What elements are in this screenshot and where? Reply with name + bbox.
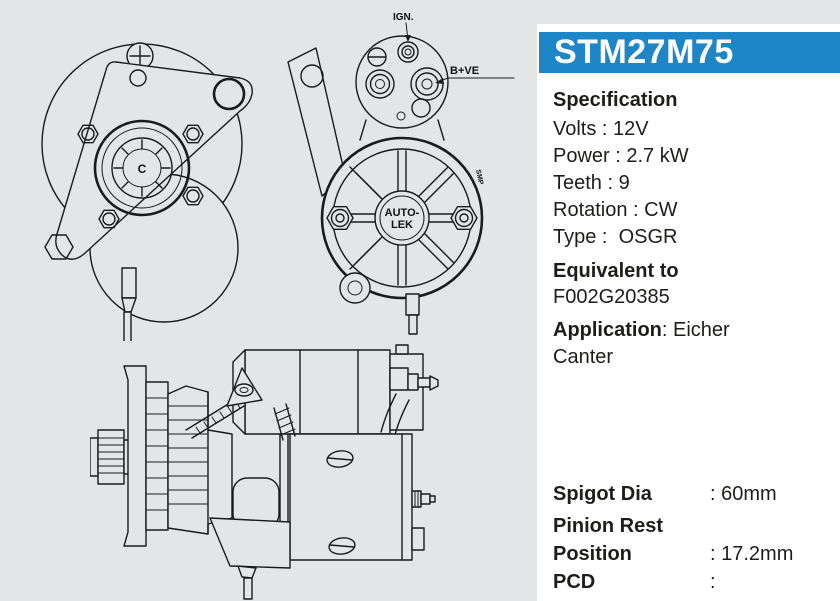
dim-row-pcd: PCD : bbox=[553, 568, 836, 596]
dim-label: Position bbox=[553, 543, 632, 565]
bottom-terminal-pin bbox=[238, 566, 256, 599]
panel-content: Specification Volts : 12V Power : 2.7 kW… bbox=[553, 73, 834, 391]
front-terminal-stud bbox=[122, 268, 136, 341]
rear-view-drawing: AUTO- LEK IGN. B+VE SMP bbox=[280, 12, 520, 338]
spec-line-volts: Volts : 12V bbox=[553, 118, 649, 140]
spec-line-teeth: Teeth : 9 bbox=[553, 172, 630, 194]
solenoid-body bbox=[233, 345, 423, 434]
dim-value: : bbox=[710, 571, 716, 593]
dim-row-position: Position : 17.2mm bbox=[553, 540, 836, 568]
bve-terminal-label: B+VE bbox=[450, 65, 479, 77]
equivalent-value: F002G20385 bbox=[553, 286, 670, 308]
dim-value: : 17.2mm bbox=[710, 543, 794, 565]
pinion-center-label: C bbox=[138, 162, 147, 176]
ign-terminal-label: IGN. bbox=[393, 12, 414, 23]
left-terminal bbox=[366, 70, 394, 98]
nose-bracket bbox=[210, 518, 290, 568]
pinion-gear: C bbox=[95, 121, 189, 215]
return-spring bbox=[274, 404, 295, 440]
application-value: : Eicher Canter bbox=[553, 319, 730, 368]
end-cap-wheel: AUTO- LEK bbox=[322, 138, 482, 298]
bve-terminal bbox=[411, 68, 443, 100]
lever-pivot bbox=[227, 368, 262, 406]
flange-ear-hole bbox=[214, 79, 244, 109]
application-para: Application: Eicher Canter bbox=[553, 317, 791, 371]
motor-terminal-stud bbox=[412, 491, 435, 507]
info-panel: STM27M75 Specification Volts : 12V Power… bbox=[537, 24, 840, 601]
smp-marking: SMP bbox=[474, 169, 484, 186]
spec-line-power: Power : 2.7 kW bbox=[553, 145, 689, 167]
dim-label: Pinion Rest bbox=[553, 515, 664, 537]
brand-logo-text-2: LEK bbox=[391, 219, 413, 231]
specification-heading: Specification bbox=[553, 89, 678, 111]
rear-terminal-stud bbox=[406, 294, 419, 334]
product-code: STM27M75 bbox=[554, 33, 734, 71]
flange-side bbox=[124, 366, 168, 546]
application-heading: Application bbox=[553, 319, 662, 341]
dim-row-spigot: Spigot Dia : 60mm bbox=[553, 480, 836, 508]
equivalent-heading: Equivalent to bbox=[553, 260, 679, 282]
dim-row-pinion-rest: Pinion Rest bbox=[553, 512, 836, 540]
spec-line-rotation: Rotation : CW bbox=[553, 199, 678, 221]
brand-logo-text: AUTO- bbox=[385, 207, 420, 219]
wheel-hex-nuts bbox=[327, 207, 477, 230]
solenoid-rear bbox=[356, 36, 448, 128]
dim-label: Spigot Dia bbox=[553, 483, 652, 505]
product-code-banner: STM27M75 bbox=[539, 32, 840, 73]
band-screw bbox=[326, 449, 356, 555]
through-bolts bbox=[78, 125, 203, 227]
dim-value: : 60mm bbox=[710, 483, 777, 505]
motor-body bbox=[290, 434, 435, 560]
side-view-drawing bbox=[90, 342, 445, 601]
dimensions-table: Spigot Dia : 60mm Pinion Rest Position :… bbox=[553, 480, 836, 596]
flange-hex-hole bbox=[45, 235, 73, 259]
solenoid-terminal bbox=[390, 368, 438, 390]
spec-line-type: Type : OSGR bbox=[553, 226, 678, 248]
front-view-drawing: C bbox=[12, 16, 267, 341]
dim-label: PCD bbox=[553, 571, 596, 593]
